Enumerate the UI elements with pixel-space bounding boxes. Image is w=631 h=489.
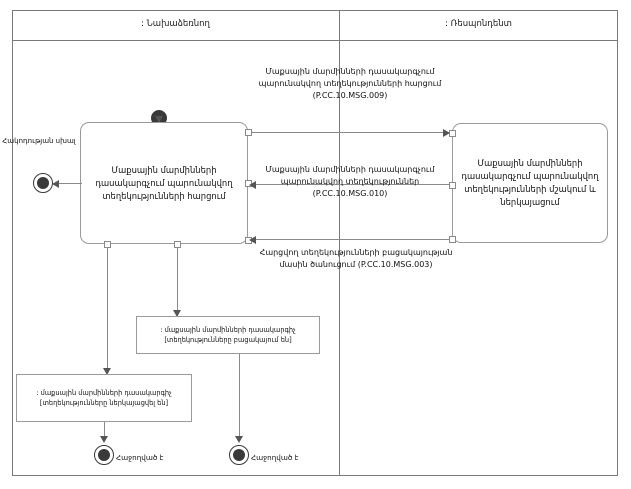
arrowhead-down-icon [235, 436, 243, 443]
flow-label-error: Հակոդության սխալ [2, 137, 76, 145]
pin-process-out-middle [449, 182, 456, 189]
arrowhead-down-icon [173, 310, 181, 317]
edge-msg003 [252, 239, 449, 240]
activity-request-info[interactable]: Մաքսային մարմինների դասակարգչում պարունա… [80, 122, 248, 244]
arrowhead-left-icon [249, 236, 256, 244]
flow-label-msg010: Մաքսային մարմինների դասակարգչում պարունա… [265, 165, 435, 198]
arrowhead-down-icon [100, 436, 108, 443]
arrowhead-left-icon [52, 180, 59, 188]
final-node-success-1 [94, 445, 114, 465]
arrowhead-right-icon [443, 129, 450, 137]
edge-error-flow [56, 183, 82, 184]
object-node-info-missing[interactable]: : մաքսային մարմինների դասակարգիչ [տեղեկո… [136, 316, 320, 354]
arrowhead-down-icon [155, 116, 163, 123]
final-node-error [33, 173, 53, 193]
swimlane-title-respondent: : Ռեսպոնդենտ [445, 19, 512, 29]
edge-presented-to-final [104, 422, 105, 441]
activity-process-info[interactable]: Մաքսային մարմինների դասակարգչում պարունա… [452, 123, 608, 243]
object-node-info-presented[interactable]: : մաքսային մարմինների դասակարգիչ [տեղեկո… [16, 374, 192, 422]
edge-request-to-presented [107, 248, 108, 374]
swimlane-header-divider [12, 40, 618, 41]
pin-process-out-bottom [449, 236, 456, 243]
flow-label-msg003: Հարցվող տեղեկությունների բացակայության մ… [259, 248, 453, 269]
swimlane-vertical-divider [339, 10, 340, 476]
flow-label-msg009: Մաքսային մարմինների դասակարգչում պարունա… [258, 67, 442, 100]
edge-msg009 [252, 132, 449, 133]
arrowhead-left-icon [249, 181, 256, 189]
pin-request-out-bottom-right [174, 241, 181, 248]
pin-request-out-top [245, 129, 252, 136]
swimlane-title-initiator: : Նախաձեռնող [141, 19, 210, 29]
final-node-label-success-2: Հաջողված է [251, 453, 299, 462]
pin-process-in-top [449, 130, 456, 137]
edge-request-to-missing [177, 248, 178, 316]
edge-missing-to-final [239, 354, 240, 441]
pin-request-out-bottom-left [104, 241, 111, 248]
final-node-success-2 [229, 445, 249, 465]
edge-msg010 [252, 184, 449, 185]
final-node-label-success-1: Հաջողված է [116, 453, 164, 462]
arrowhead-down-icon [103, 368, 111, 375]
